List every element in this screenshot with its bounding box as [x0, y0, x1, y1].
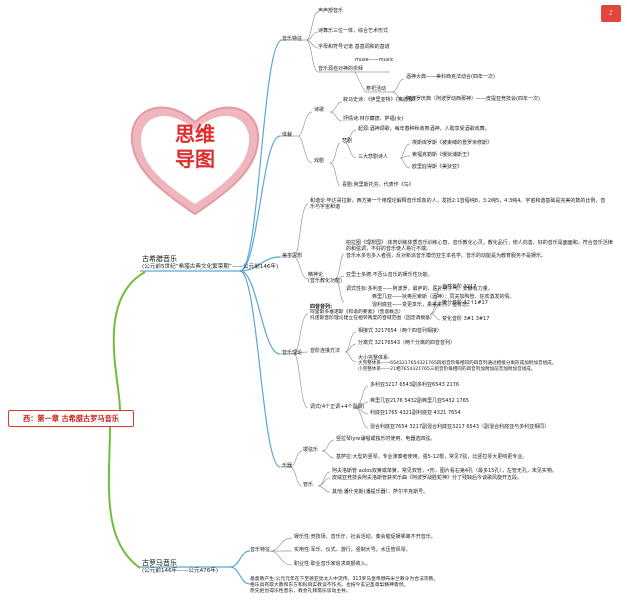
string-item: 基萨拉:大型的竖琴，专业演奏者使用，强5-12根，常见7弦，比竖拉琴大更响更专业… [336, 454, 528, 460]
winds-label: 管乐 [303, 482, 314, 488]
tetra-item: 自然音阶 3217 [442, 284, 477, 290]
plato-text-2: 音乐水多也多入者强，反对新派音乐模仿亚生本名学。音乐的动能是为教育服务不是娱乐。 [346, 253, 547, 259]
poetry-item: 叙马史诗：《伊里亚特》《奥德赛》 [343, 97, 419, 103]
theory-label[interactable]: 音乐理论 [282, 350, 303, 356]
tragedy-origin: 起源:酒神颂歌，每年春种秋收祭酒神，人耽享受酒歌戏舞。 [358, 126, 490, 132]
christianity-text: 基督教产生:公元元年在下至德亚犹太人中流传，313罗马皇帝颁布米兰敕令为合法宗教… [250, 577, 439, 595]
connect-item: 分离式 32176543（两个分离的四音音列） [358, 340, 456, 346]
plato-text: 柏拉图《理想国》:体育训练体质音乐训练心智，音乐教化心灵，教化品行，使人向善。好… [346, 240, 613, 253]
wind-item: 阿夫洛斯管 aulos双簧或单簧，常见双管，•形，图片看右第4孔（最多15孔），… [332, 468, 557, 474]
mode-item: 利底亚1765 4321副利底亚 4321 7654 [370, 410, 461, 416]
mode-ethos: 弗里几亚——狄奥尼索斯（酒神）：同关加陶管、狂欢激发的情。 [372, 294, 515, 300]
instruments-label[interactable]: 乐器 [282, 463, 293, 469]
roman-period: (公元前146年——公元476年) [142, 568, 219, 574]
tetrachord-desc: 阿里斯多塞诺斯《和谐的要素》（音谐概念） 托诺斯音阶理论建立在相邻两度的音域范围… [310, 310, 435, 322]
roman-feature-item: 娱乐性:竞技场、音乐厅、社会活动，奏会催促娱邨离不开音乐。 [294, 534, 436, 540]
heart-title-1: 思维 [175, 122, 215, 146]
system-item: 大完整体系——6543217654321765四组音阶每相同的四音列通过相接分离… [358, 361, 557, 366]
feature-item: 字母和符号记谱 基基调和的基谱 [318, 44, 390, 50]
system-item: 小完整体系——21相7654321765三组音阶每相同的四音列加附加前音加附加音… [358, 367, 536, 372]
greek-title[interactable]: 古希腊音乐 [142, 255, 177, 263]
wind-item: 其他:潘什克斯(潘提乐器）、萨尔平克斯号。 [332, 489, 429, 495]
poet-item: 欧里庇得斯《美狄亚》 [412, 164, 463, 170]
mode-ethos: 调式性标:多利亚——阿波罗，最庐的、医扑男子气、安静有力量。 [346, 286, 493, 292]
heart-icon [130, 106, 260, 216]
roman-feature-item: 职业性:职业音乐家追求高额收入。 [294, 561, 371, 567]
mode-item: 弗里几亚2176 5432副弗里几亚5432 1765 [370, 398, 470, 404]
roman-features-label[interactable]: 音乐特征 [250, 547, 271, 553]
poetry-label: 诗歌 [314, 107, 325, 113]
strings-label: 拨弦乐 [303, 447, 319, 453]
tetrachord-title: 四音音列: [310, 304, 332, 310]
tragedy-label: 悲剧 [342, 138, 353, 144]
mode-item: 混合利底亚7654 3217副混合利底亚3217 6543（副混合利底亚与多利亚… [370, 424, 550, 430]
features-label[interactable]: 音乐特征 [282, 36, 303, 42]
poet-item: 索福克勒斯《俄狄浦斯王》 [412, 152, 473, 158]
god-item: 阿波罗庆典（阿波罗动西那神）——皮提亚竞技会(四年一次) [406, 96, 540, 102]
connect-label: 音阶连接方法 [310, 348, 341, 354]
mode-item: 多利亚3217 6543副多利亚6543 2176 [370, 382, 460, 388]
poetry-item: 抒情诗:林尔藏德、萨福(女) [343, 116, 404, 122]
mode-ethos: 混利底亚——变更享乐，柔美柔杰，但有悲。 [372, 302, 473, 308]
system-title: 大小完整体系: [358, 355, 390, 361]
heart-title-2: 导图 [175, 147, 215, 171]
roman-title[interactable]: 古罗马音乐 [142, 559, 177, 567]
modes-label: 调式(4个正调+4个副调) [310, 404, 365, 410]
string-item: 竖拉琴lyre诵唱或独乐时使用，电器选四弦。 [336, 436, 436, 442]
roman-feature-item: 实用性:军乐、仪式、游行，强制大号，水压管风琴。 [294, 547, 411, 553]
tetra-item: 变化音阶 3#1 3#17 [442, 316, 490, 322]
feature-item: 声声部音乐 [318, 8, 344, 14]
gods-label: 祭祀活动 [366, 86, 387, 92]
root-node[interactable]: 西：第一章 古希腊古罗马音乐 [8, 410, 134, 427]
feature-item: 音乐源自对神的崇拜 [318, 66, 364, 72]
pythagoras-text: 和谐论:毕达哥拉斯，西方第一个用理论解释音乐现象的人，发抵2:1音程纯8，3:2… [310, 198, 606, 211]
brand-logo-icon: ♪ [601, 5, 621, 22]
tetra-item: 微分音阶 32↑1#17 [442, 300, 488, 306]
ethos-label: 精神论 (音乐教化功能) [308, 272, 342, 285]
muse-note: muse——music [355, 57, 394, 63]
poets-label: 三大悲剧诗人 [358, 154, 389, 160]
greek-period: (公元前5世纪“希腊古典文化繁荣期”——公元前146年) [142, 264, 279, 270]
drama-label: 戏剧 [314, 158, 325, 164]
aristotle-text: 亚里士多德:不否认音乐的娱乐性功能。 [346, 272, 433, 278]
comedy-item: 喜剧:阿里斯托芬，代表作《鸟》 [342, 182, 414, 188]
genres-label[interactable]: 体裁 [282, 132, 293, 138]
god-item: 酒神大典——美科西克法动合(四年一次) [406, 74, 495, 80]
connect-item: 相接式 3217654（两个四音列相接） [358, 328, 442, 334]
poet-item: 埃斯库罗斯《被束缚的普罗米修斯》 [412, 140, 493, 146]
feature-item: 诗舞乐三位一体，综合艺术形式 [318, 28, 389, 34]
aesthetics-label[interactable]: 美学思想 [282, 253, 303, 259]
wind-item: 皮威亚竞技会阿夫洛斯管获奖乐曲《阿波罗战胜蛇神》分了残缺后今谈歌风旋开五段。 [332, 475, 523, 481]
heart-badge: 思维 导图 [126, 92, 264, 220]
